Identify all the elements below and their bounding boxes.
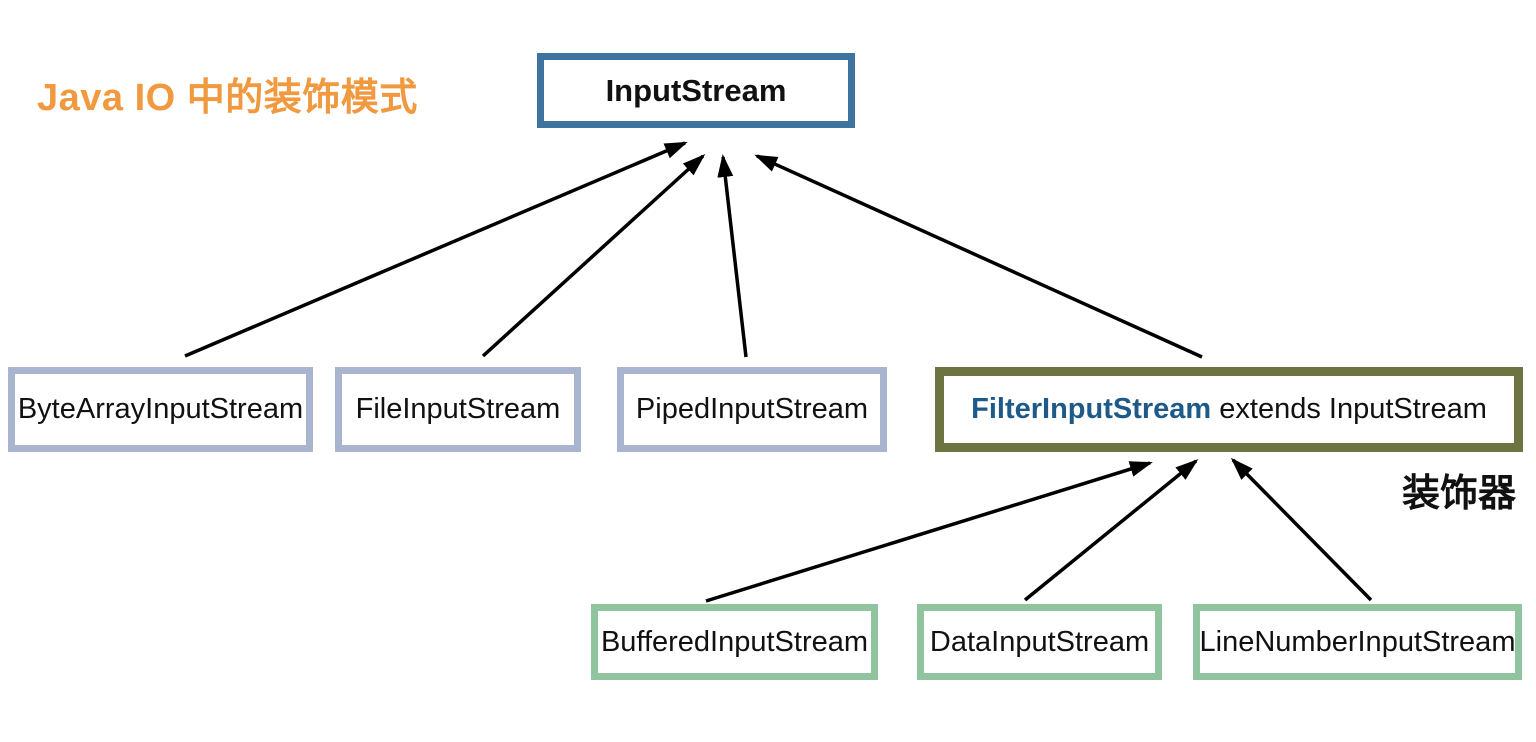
- node-inputstream-label: InputStream: [605, 72, 787, 108]
- node-datainputstream-label: DataInputStream: [929, 625, 1150, 658]
- node-linenumberinputstream: LineNumberInputStream: [1193, 604, 1522, 680]
- node-filterinputstream-name: FilterInputStream: [971, 393, 1212, 425]
- inheritance-arrow-data-to-filter: [1023, 459, 1199, 602]
- node-datainputstream: DataInputStream: [917, 604, 1162, 680]
- node-fileinputstream: FileInputStream: [335, 367, 581, 452]
- node-linenumberinputstream-label: LineNumberInputStream: [1199, 625, 1516, 658]
- inheritance-arrow-piped-to-inputstream: [717, 154, 748, 358]
- inheritance-arrow-file-to-inputstream: [481, 153, 706, 358]
- node-bufferedinputstream: BufferedInputStream: [591, 604, 878, 680]
- node-pipedinputstream-label: PipedInputStream: [635, 393, 869, 425]
- node-filterinputstream: FilterInputStream extends InputStream: [935, 367, 1523, 452]
- node-bufferedinputstream-label: BufferedInputStream: [600, 625, 869, 658]
- node-inputstream: InputStream: [537, 53, 855, 128]
- node-pipedinputstream: PipedInputStream: [617, 367, 887, 452]
- node-bytearrayinputstream-label: ByteArrayInputStream: [17, 393, 304, 425]
- inheritance-arrow-buffered-to-filter: [705, 461, 1153, 603]
- decorator-annotation: 装饰器: [1402, 473, 1517, 515]
- inheritance-arrow-linenumber-to-filter: [1230, 457, 1373, 602]
- inheritance-arrow-bytearray-to-inputstream: [184, 141, 688, 358]
- inheritance-arrow-filter-to-inputstream: [754, 154, 1203, 359]
- node-filterinputstream-extends-text: extends InputStream: [1211, 393, 1487, 425]
- node-bytearrayinputstream: ByteArrayInputStream: [8, 367, 313, 452]
- diagram-title: Java IO 中的装饰模式: [37, 77, 418, 119]
- node-fileinputstream-label: FileInputStream: [355, 393, 561, 425]
